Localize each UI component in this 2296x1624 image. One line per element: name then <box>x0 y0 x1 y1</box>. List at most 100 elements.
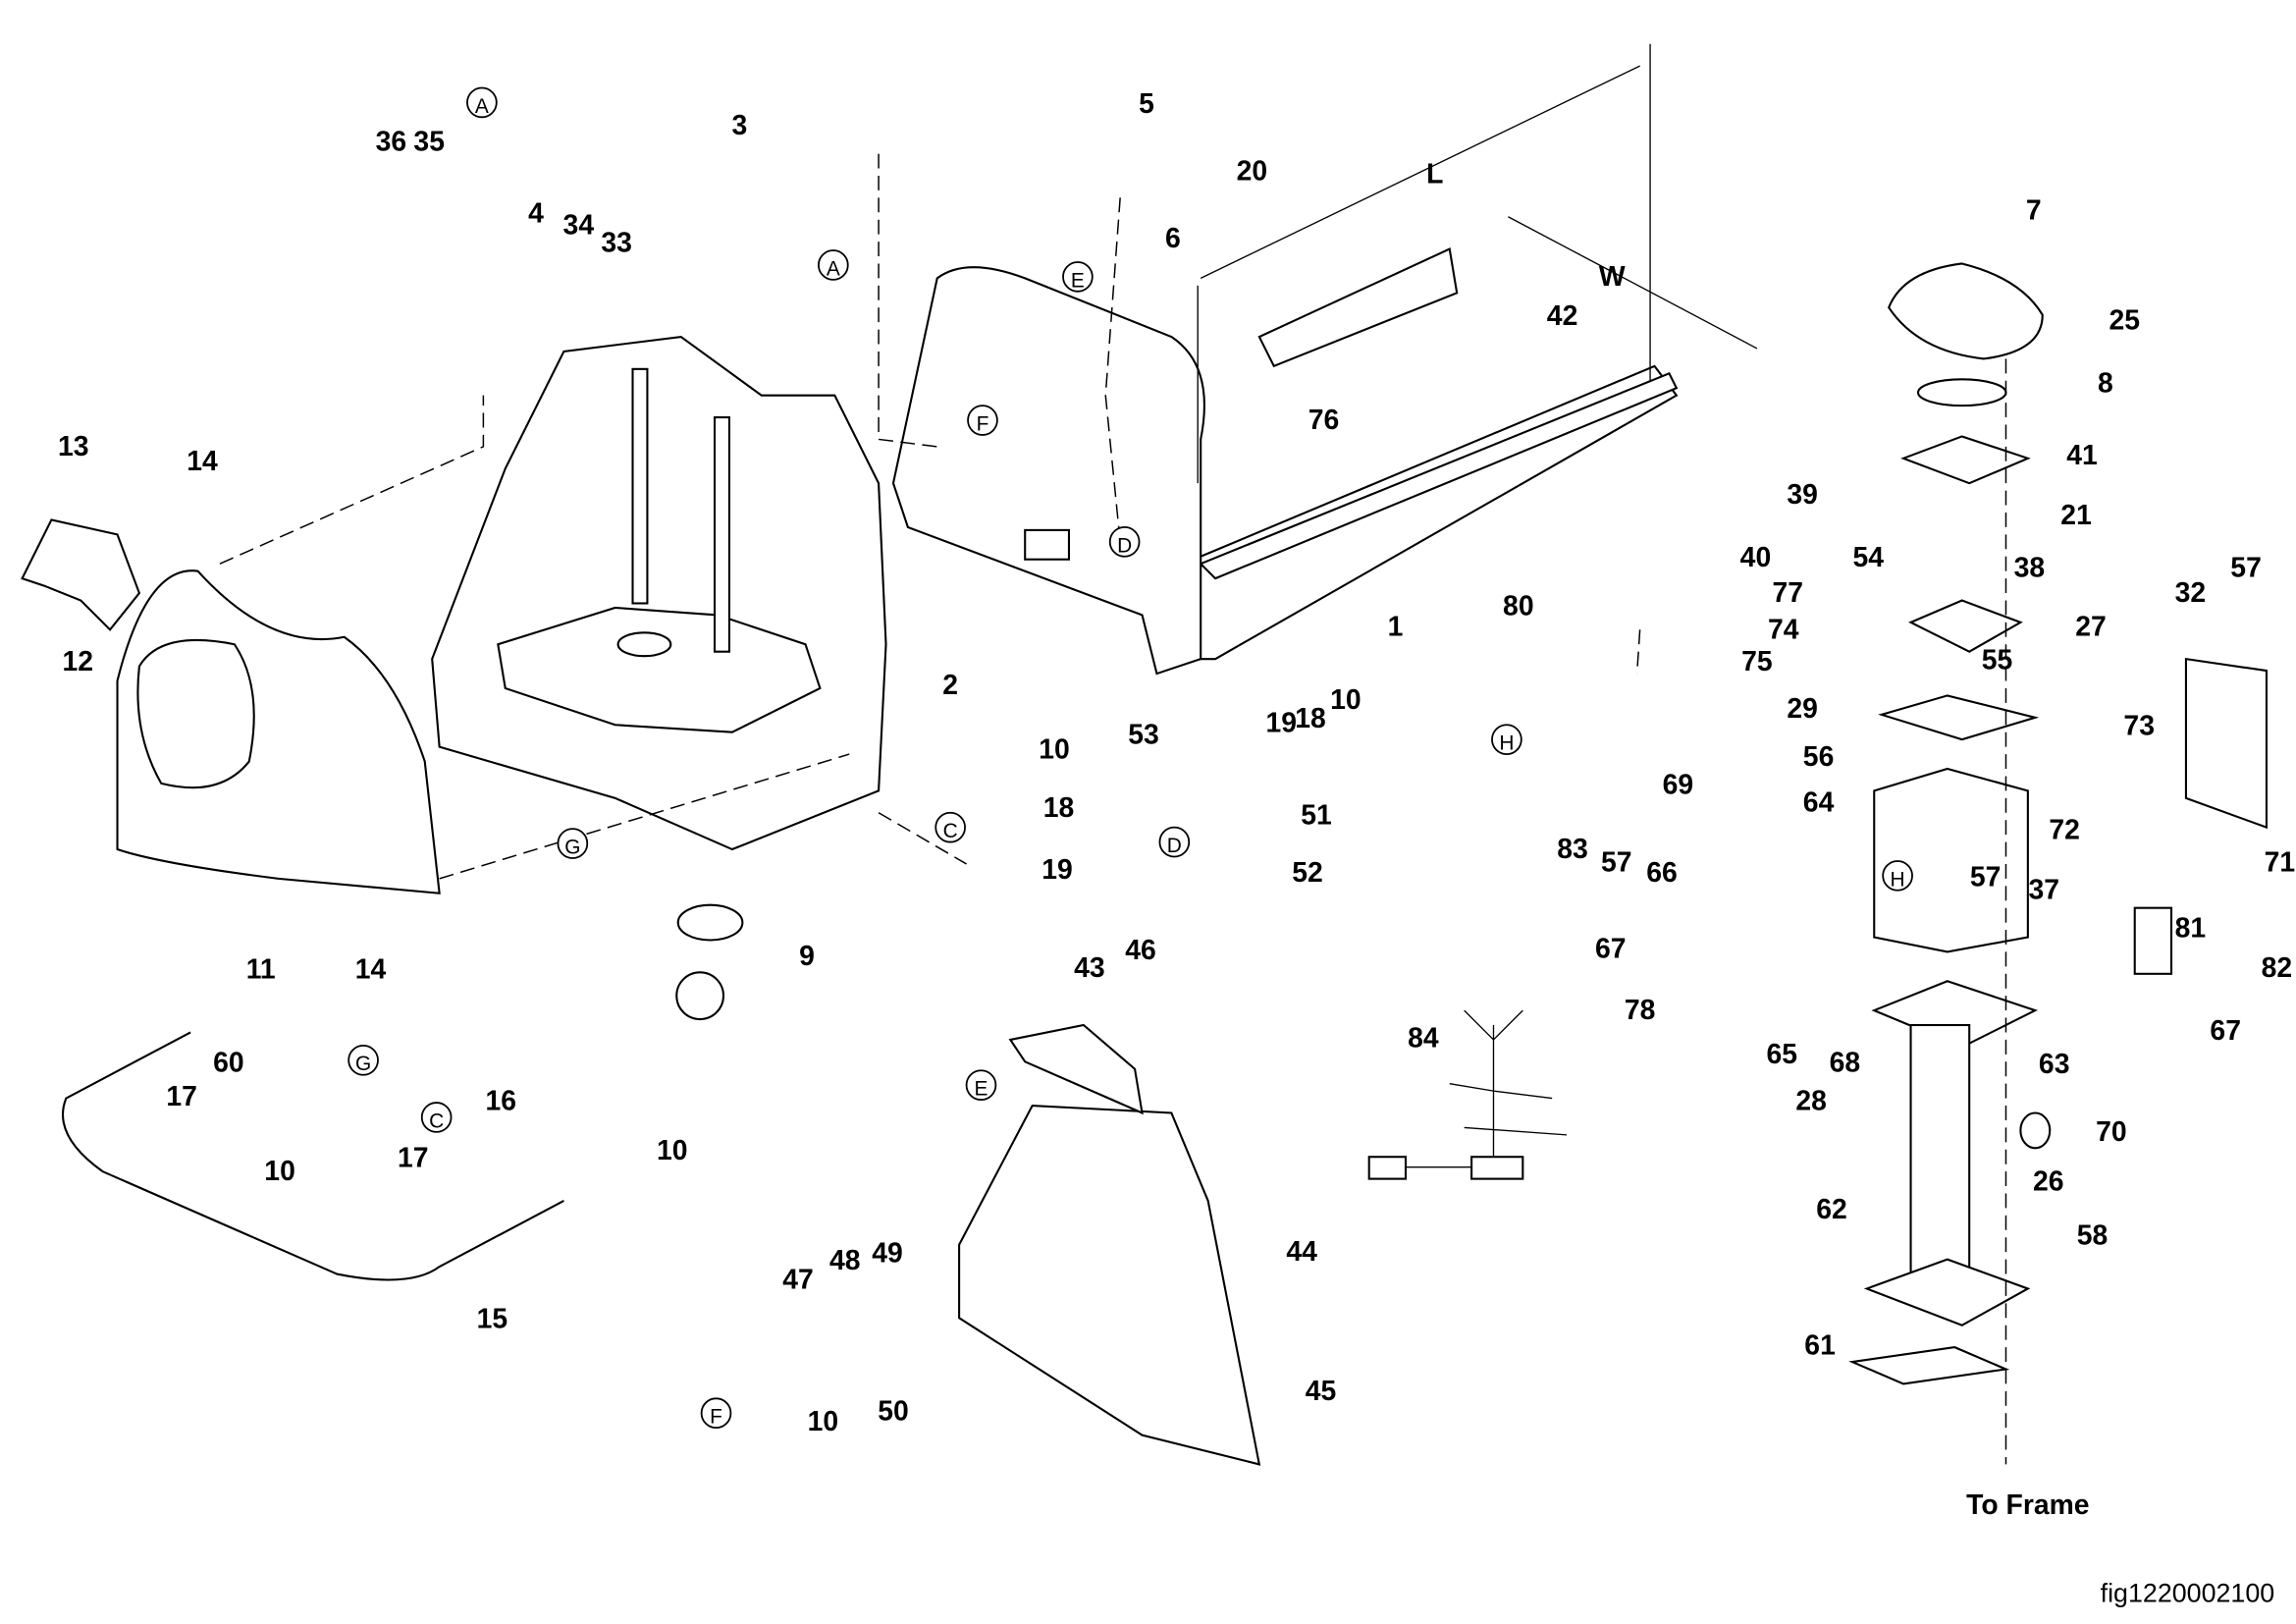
callout-number: 34 <box>563 210 595 242</box>
callout-number: 44 <box>1286 1236 1317 1268</box>
callout-number: 14 <box>355 953 387 985</box>
callout-number: 18 <box>1043 792 1075 824</box>
callout-number: 11 <box>246 953 276 985</box>
callout-number: 76 <box>1308 405 1340 436</box>
callout-number: 33 <box>601 228 632 259</box>
callout-number: 73 <box>2123 711 2155 742</box>
callout-number: 36 <box>376 127 407 158</box>
reference-letter: F <box>710 1406 722 1429</box>
callout-number: 62 <box>1816 1194 1847 1225</box>
part-front-cover <box>116 569 441 894</box>
reference-circle <box>965 1069 997 1101</box>
reference-circle <box>557 828 589 859</box>
callout-number: 27 <box>2075 611 2107 642</box>
callout-number: 54 <box>1853 542 1885 573</box>
callout-number: 74 <box>1768 614 1799 645</box>
callout-number: 37 <box>2028 875 2059 906</box>
callout-number: 6 <box>1165 223 1181 254</box>
callout-number: 63 <box>2039 1049 2070 1080</box>
reference-circle <box>466 86 498 119</box>
callout-number: 72 <box>2049 815 2080 846</box>
reference-circle <box>1882 860 1913 892</box>
callout-number: 7 <box>2026 195 2042 227</box>
part-steering-column <box>1848 262 2052 1385</box>
callout-number: 78 <box>1625 995 1656 1026</box>
callout-number: 2 <box>942 670 958 701</box>
part-bracket-43 <box>1008 1023 1144 1115</box>
callout-number: 68 <box>1830 1048 1861 1079</box>
callout-number: 17 <box>166 1081 197 1112</box>
callout-number: 19 <box>1041 854 1073 886</box>
to-frame-note: To Frame <box>1966 1489 2089 1521</box>
callout-number: 67 <box>1595 933 1627 964</box>
callout-number: 48 <box>829 1245 861 1276</box>
callout-number: 15 <box>477 1304 508 1335</box>
reference-circle <box>1158 826 1191 858</box>
part-cover-plate-32 <box>2184 657 2268 830</box>
callout-number: 10 <box>1039 734 1070 766</box>
reference-letter: A <box>827 257 840 280</box>
callout-number: 53 <box>1128 720 1159 751</box>
part-caster-wheel <box>675 903 744 1021</box>
callout-number: 40 <box>1740 542 1772 573</box>
callout-number: 5 <box>1139 88 1154 120</box>
reference-circle <box>347 1044 379 1076</box>
reference-letter: G <box>355 1053 371 1075</box>
callout-number: 77 <box>1772 577 1803 609</box>
reference-letter: H <box>1891 868 1905 891</box>
reference-circle <box>1062 261 1094 293</box>
callout-number: 46 <box>1125 935 1156 966</box>
callout-number: 47 <box>782 1264 814 1295</box>
callout-number: 84 <box>1408 1022 1439 1054</box>
reference-letter: E <box>975 1078 988 1101</box>
reference-circle <box>934 811 966 843</box>
callout-number: 10 <box>1330 684 1362 716</box>
reference-letter: G <box>564 837 580 859</box>
callout-number: 21 <box>2060 500 2092 531</box>
callout-number: 60 <box>213 1048 244 1079</box>
callout-number: 4 <box>528 198 544 230</box>
reference-letter: D <box>1117 534 1132 557</box>
callout-number: 13 <box>58 431 89 462</box>
reference-letter: C <box>429 1110 444 1132</box>
callout-number: 10 <box>657 1135 688 1166</box>
callout-number: 25 <box>2109 305 2141 337</box>
callout-number: 3 <box>732 110 748 141</box>
reference-circle <box>967 405 998 436</box>
callout-number: 66 <box>1646 857 1678 889</box>
reference-letter: D <box>1167 835 1182 857</box>
callout-number: 43 <box>1074 952 1105 984</box>
callout-number: 38 <box>2014 553 2046 584</box>
callout-number: 58 <box>2077 1220 2109 1252</box>
callout-number: 10 <box>264 1156 295 1187</box>
callout-number: 69 <box>1663 769 1694 800</box>
callout-number: 64 <box>1803 786 1835 818</box>
callout-number: 67 <box>2210 1015 2241 1047</box>
callout-number: 56 <box>1803 741 1835 773</box>
reference-circle <box>700 1397 732 1430</box>
callout-number: 35 <box>413 127 445 158</box>
part-rear-panel <box>958 1104 1261 1466</box>
callout-number: 8 <box>2098 368 2113 400</box>
callout-number: 51 <box>1301 800 1332 832</box>
callout-number: 55 <box>1982 645 2013 677</box>
callout-number: 82 <box>2262 952 2293 984</box>
callout-number: 45 <box>1306 1376 1337 1407</box>
callout-number: 29 <box>1787 693 1818 725</box>
reference-letter: F <box>977 412 989 435</box>
callout-number: 83 <box>1557 834 1588 865</box>
part-handle-bracket-12 <box>21 518 141 631</box>
callout-number: 17 <box>398 1143 429 1174</box>
reference-letter: H <box>1499 732 1514 755</box>
callout-number: 61 <box>1804 1330 1836 1362</box>
callout-number: 65 <box>1767 1039 1798 1070</box>
callout-number: 80 <box>1503 590 1534 622</box>
callout-number: 12 <box>63 646 94 677</box>
part-frame-forks <box>891 247 1679 676</box>
part-keypad-81 <box>2133 906 2173 975</box>
callout-number: 81 <box>2175 913 2207 945</box>
callout-number: 19 <box>1265 708 1297 739</box>
figure-id: fig1220002100 <box>2101 1579 2275 1608</box>
